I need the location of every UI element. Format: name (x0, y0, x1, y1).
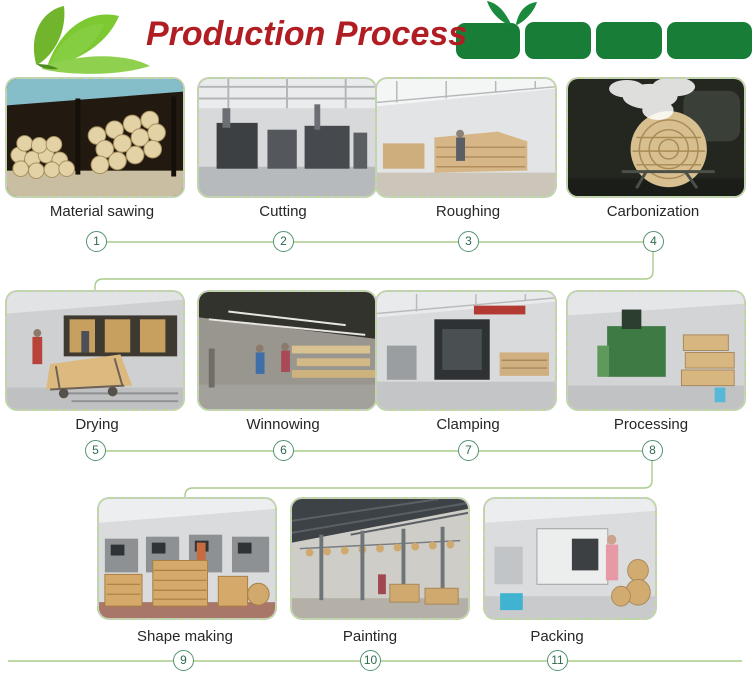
photo-cutting (197, 77, 377, 198)
photo-painting (290, 497, 470, 620)
step-label-processing: Processing (613, 416, 689, 433)
step-number-1: 1 (86, 231, 107, 252)
photo-roughing (375, 77, 557, 198)
photo-processing (566, 290, 746, 411)
step-label-material-sawing: Material sawing (49, 203, 155, 220)
step-label-roughing: Roughing (435, 203, 501, 220)
step-number-10: 10 (360, 650, 381, 671)
step-label-packing: Packing (530, 628, 584, 645)
step-number-7: 7 (458, 440, 479, 461)
photo-carbonization (566, 77, 746, 198)
step-number-9: 9 (173, 650, 194, 671)
photo-packing (483, 497, 657, 620)
step-number-11: 11 (547, 650, 568, 671)
step-number-5: 5 (85, 440, 106, 461)
step-number-2: 2 (273, 231, 294, 252)
step-label-winnowing: Winnowing (246, 416, 320, 433)
step-label-carbonization: Carbonization (606, 203, 700, 220)
step-label-clamping: Clamping (436, 416, 500, 433)
photo-drying (5, 290, 185, 411)
step-label-cutting: Cutting (259, 203, 307, 220)
step-label-painting: Painting (342, 628, 398, 645)
step-number-6: 6 (273, 440, 294, 461)
photo-material-sawing (5, 77, 185, 198)
bamboo-stalk-icon (456, 1, 752, 59)
bamboo-leaves-icon (33, 6, 150, 74)
page-title: Production Process (146, 15, 468, 53)
step-label-drying: Drying (75, 416, 119, 433)
step-number-4: 4 (643, 231, 664, 252)
step-number-3: 3 (458, 231, 479, 252)
photo-winnowing (197, 290, 377, 411)
photo-shape-making (97, 497, 277, 620)
step-number-8: 8 (642, 440, 663, 461)
step-label-shape-making: Shape making (137, 628, 233, 645)
photo-clamping (375, 290, 557, 411)
